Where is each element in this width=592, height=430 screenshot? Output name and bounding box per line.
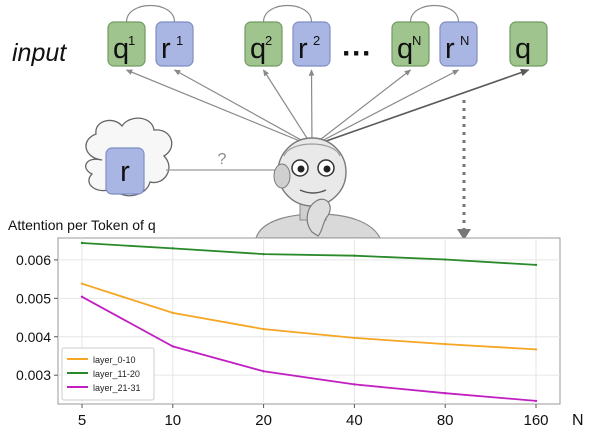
token-base: q [250, 33, 266, 65]
series-line-layer_0-10 [81, 282, 537, 351]
legend-label: layer_0-10 [93, 355, 136, 365]
y-tick-label: 0.005 [16, 290, 51, 306]
ellipsis: ··· [342, 37, 372, 70]
attention-arrow [262, 69, 313, 147]
question-mark: ? [218, 151, 227, 168]
attention-arrow [311, 69, 460, 147]
data-point [262, 370, 265, 373]
token-box [155, 21, 194, 67]
data-point [171, 247, 174, 250]
y-axis: 0.003 0.004 0.005 0.006 [16, 252, 58, 383]
token-superscript: 1 [176, 33, 183, 48]
data-point [353, 254, 356, 257]
x-tick-label: 80 [437, 412, 454, 429]
token-box [439, 21, 478, 67]
token-base: r [445, 33, 455, 65]
token-box [292, 21, 331, 67]
token-box [107, 21, 146, 67]
data-point [444, 392, 447, 395]
data-point [353, 383, 356, 386]
token-q1: q1 [107, 21, 146, 67]
token-box [509, 21, 548, 67]
y-tick-label: 0.004 [16, 329, 51, 345]
x-tick-label: 20 [255, 412, 272, 429]
token-q2: q2 [244, 21, 283, 67]
cloud: r [85, 117, 173, 197]
thinking-robot-icon [255, 137, 381, 239]
dotted-arrow-head [457, 229, 471, 240]
cloud-r-label: r [120, 156, 130, 188]
x-tick-label: 40 [346, 412, 363, 429]
data-point [171, 345, 174, 348]
pair-loop [262, 4, 313, 23]
gridlines [58, 238, 560, 404]
x-axis: 5 10 20 40 80 160 [78, 404, 549, 429]
token-qN: qN [391, 21, 430, 67]
input-label: input [12, 39, 67, 67]
token-box [244, 21, 283, 67]
attention-arrow [308, 69, 315, 147]
pair-loop [125, 4, 176, 23]
series-lines [80, 241, 538, 403]
token-base: q [515, 33, 531, 65]
data-point [444, 342, 447, 346]
attention-arrow [125, 69, 313, 147]
token-base: q [113, 33, 129, 65]
attention-arrows [125, 68, 530, 147]
data-point [262, 252, 265, 256]
data-point [444, 258, 447, 261]
pair-loop [409, 4, 460, 23]
token-base: r [298, 33, 308, 65]
legend-label: layer_11-20 [93, 369, 140, 379]
x-tick-label: 10 [164, 412, 181, 429]
attention-arrow [311, 69, 412, 147]
token-base: q [397, 33, 413, 65]
series-line-layer_11-20 [81, 242, 537, 266]
token-superscript: 1 [128, 33, 135, 48]
attention-arrow [311, 68, 530, 147]
data-point [262, 327, 265, 331]
y-tick-label: 0.003 [16, 367, 51, 383]
token-superscript: N [460, 33, 469, 48]
y-tick-label: 0.006 [16, 252, 51, 268]
legend: layer_0-10 layer_11-20 layer_21-31 [61, 347, 155, 401]
cloud-r-token [105, 147, 145, 195]
token-superscript: 2 [313, 33, 320, 48]
token-superscript: N [412, 33, 421, 48]
pair-loops [125, 4, 460, 23]
data-point [80, 295, 84, 298]
attention-chart: Attention per Token of q 0.003 0.004 0.005… [8, 217, 584, 429]
token-superscript: 2 [265, 33, 272, 48]
data-point [80, 282, 84, 285]
x-axis-label: N [572, 412, 584, 429]
x-tick-label: 160 [523, 412, 548, 429]
token-box [391, 21, 430, 67]
token-base: r [161, 33, 171, 65]
attention-arrow [173, 69, 313, 147]
data-point [534, 263, 538, 267]
x-tick-label: 5 [78, 412, 86, 429]
data-point [80, 241, 84, 245]
data-point [353, 336, 356, 340]
data-point [534, 399, 538, 403]
legend-label: layer_21-31 [93, 383, 141, 393]
chart-title: Attention per Token of q [8, 217, 156, 233]
token-q: q [509, 21, 548, 67]
data-point [171, 311, 174, 315]
data-point [534, 348, 538, 351]
series-line-layer_21-31 [81, 296, 537, 402]
